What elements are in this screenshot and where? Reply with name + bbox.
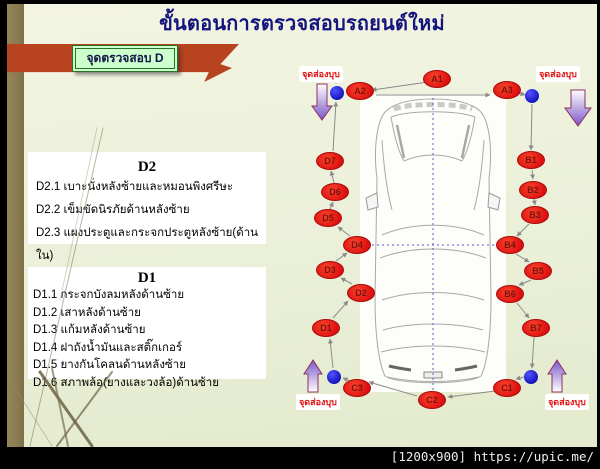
left-accent-bar — [7, 4, 24, 447]
spot-label-bottom-right: จุดส่องบุบ — [545, 394, 589, 410]
panel-d2-item: D2.3 แผงประตูและกระจกประตูหลังซ้าย(ด้านใ… — [36, 227, 259, 262]
node-b7: B7 — [522, 319, 550, 337]
node-c1: C1 — [493, 379, 521, 397]
node-a3: A3 — [493, 81, 521, 99]
waypoint-dot-top-left — [330, 86, 344, 100]
checklist-panel-d1: D1 D1.1 กระจกบังลมหลังด้านซ้าย D1.2 เสาห… — [28, 267, 266, 389]
node-b6: B6 — [496, 285, 524, 303]
node-d5: D5 — [314, 209, 342, 227]
node-b2: B2 — [519, 181, 547, 199]
car-diagram-canvas — [360, 94, 506, 392]
node-b3: B3 — [521, 206, 549, 224]
inspection-point-badge: จุดตรวจสอบ D — [72, 45, 178, 72]
node-d6: D6 — [321, 183, 349, 201]
node-a2: A2 — [346, 82, 374, 100]
node-c3: C3 — [343, 379, 371, 397]
panel-d2-item: D2.2 เข็มขัดนิรภัยด้านหลังซ้าย — [36, 204, 190, 216]
spot-label-bottom-left: จุดส่องบุบ — [296, 394, 340, 410]
inspection-point-badge-label: จุดตรวจสอบ D — [86, 51, 164, 65]
node-b4: B4 — [496, 236, 524, 254]
watermark-strip: [1200x900] https://upic.me/ — [0, 447, 600, 469]
node-d4: D4 — [343, 236, 371, 254]
node-d3: D3 — [316, 261, 344, 279]
watermark-text: [1200x900] https://upic.me/ — [390, 449, 594, 464]
node-d1: D1 — [312, 319, 340, 337]
panel-d2-item: D2.1 เบาะนั่งหลังซ้ายและหมอนพิงศรีษะ — [36, 181, 234, 193]
panel-d1-item: D1.1 กระจกบังลมหลังด้านซ้าย — [33, 289, 185, 301]
panel-d1-item: D1.2 เสาหลังด้านซ้าย — [33, 306, 141, 319]
waypoint-dot-top-right — [525, 89, 539, 103]
panel-d1-item: D1.3 แก้มหลังด้านซ้าย — [33, 324, 146, 336]
panel-d1-item: D1.4 ฝาถังน้ำมันและสติ๊กเกอร์ — [33, 341, 183, 354]
waypoint-dot-bottom-right — [524, 370, 538, 384]
spot-label-top-right: จุดส่องบุบ — [536, 66, 580, 82]
page-title: ขั้นตอนการตรวจสอบรถยนต์ใหม่ — [159, 13, 445, 35]
checklist-panel-d2: D2 D2.1 เบาะนั่งหลังซ้ายและหมอนพิงศรีษะ … — [28, 152, 266, 262]
node-d2: D2 — [347, 284, 375, 302]
node-b1: B1 — [517, 151, 545, 169]
panel-d2-title: D2 — [137, 159, 157, 175]
panel-d1-item: D1.5 ยางกันโคลนด้านหลังซ้าย — [33, 359, 186, 371]
node-c2: C2 — [418, 391, 446, 409]
node-d7: D7 — [316, 152, 344, 170]
node-b5: B5 — [524, 262, 552, 280]
waypoint-dot-bottom-left — [327, 370, 341, 384]
panel-d1-title: D1 — [137, 270, 157, 286]
node-a1: A1 — [423, 70, 451, 88]
panel-d1-item: D1.6 สภาพล้อ(ยางและวงล้อ)ด้านซ้าย — [33, 376, 219, 389]
spot-label-top-left: จุดส่องบุบ — [299, 66, 343, 82]
